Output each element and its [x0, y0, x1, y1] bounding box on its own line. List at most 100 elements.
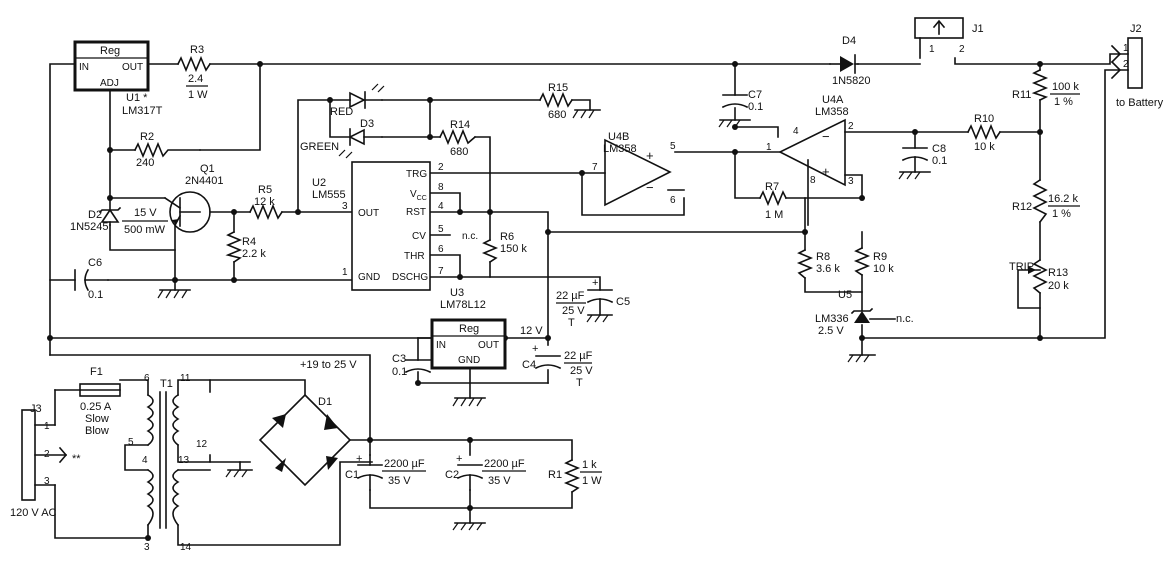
- q1-ref: Q1: [200, 163, 215, 175]
- led-red-label: RED: [330, 106, 353, 118]
- c1-volt: 35 V: [388, 475, 411, 487]
- u1-out-label: OUT: [122, 62, 143, 73]
- j1-pin2: 2: [959, 44, 965, 55]
- f1-ref: F1: [90, 366, 103, 378]
- f1-value: 0.25 A: [80, 401, 112, 413]
- c1-capacitor: + C1 2200 µF 35 V: [345, 453, 426, 491]
- u3-box-label: Reg: [459, 323, 479, 335]
- u2-pin7: 7: [438, 266, 444, 277]
- u2-pin4: 4: [438, 201, 444, 212]
- u3-part: LM78L12: [440, 299, 486, 311]
- c2-ref: C2: [445, 469, 459, 481]
- c4-ref: C4: [522, 359, 536, 371]
- r6-ref: R6: [500, 231, 514, 243]
- r11-tol: 1 %: [1054, 96, 1073, 108]
- r5-resistor: R5 12 k: [248, 184, 284, 221]
- r1-resistor: R1 1 k 1 W: [548, 458, 602, 494]
- c4-volt: 25 V: [570, 365, 593, 377]
- c5-plus: +: [592, 277, 598, 289]
- r8-value: 3.6 k: [816, 263, 840, 275]
- r14-resistor: R14 680: [438, 119, 477, 158]
- r11-resistor: R11 100 k 1 %: [1012, 68, 1080, 108]
- r12-tol: 1 %: [1052, 208, 1071, 220]
- u2-part: LM555: [312, 189, 346, 201]
- u4a-minus: −: [822, 129, 830, 144]
- c8-ref: C8: [932, 143, 946, 155]
- j1-ref: J1: [972, 23, 984, 35]
- j3-ref: J3: [30, 403, 42, 415]
- u3-regulator: Reg IN OUT GND U3 LM78L12 12 V: [430, 287, 543, 370]
- r5-ref: R5: [258, 184, 272, 196]
- j3-note: **: [72, 453, 81, 465]
- j3-pin2: 2: [44, 449, 50, 460]
- u2-timer: U2 LM555 TRG VCC RST CV THR DSCHG OUT GN…: [312, 161, 478, 291]
- t1-pin3: 3: [144, 542, 150, 553]
- r6-value: 150 k: [500, 243, 527, 255]
- u5-ref: U5: [838, 289, 852, 301]
- t1-pin11: 11: [180, 373, 191, 384]
- d2-zener: D2 1N5245 15 V 500 mW: [70, 197, 168, 236]
- d1-ref: D1: [318, 396, 332, 408]
- led-green-label: GREEN: [300, 141, 339, 153]
- t1-ref: T1: [160, 378, 173, 390]
- junction-dots: [47, 61, 1043, 541]
- r6-resistor: R6 150 k: [481, 231, 527, 264]
- d4-ref: D4: [842, 35, 856, 47]
- u2-pin5: 5: [438, 224, 444, 235]
- led-red: RED: [330, 83, 385, 118]
- r10-resistor: R10 10 k: [966, 113, 1002, 153]
- r3-resistor: R3 2.4 1 W: [176, 44, 212, 101]
- f1-slow: Slow: [85, 413, 109, 425]
- r12-resistor: R12 16.2 k 1 %: [1012, 178, 1080, 224]
- u3-in: IN: [436, 340, 446, 351]
- j3-pin1: 1: [44, 421, 50, 432]
- d2-part: 1N5245: [70, 221, 109, 233]
- r2-value: 240: [136, 157, 154, 169]
- ground-q1: [157, 289, 191, 299]
- u2-pin2: 2: [438, 162, 444, 173]
- r12-ref: R12: [1012, 201, 1032, 213]
- r5-value: 12 k: [254, 196, 275, 208]
- u2-gnd: GND: [358, 272, 380, 283]
- u4b-pin6: 6: [670, 195, 676, 206]
- r15-resistor: R15 680: [538, 82, 601, 121]
- j3-label: 120 V AC: [10, 507, 57, 519]
- u1-part: LM317T: [122, 105, 163, 117]
- r4-resistor: R4 2.2 k: [225, 230, 266, 264]
- u4a-pin8: 8: [810, 175, 816, 186]
- u3-gnd: GND: [458, 355, 480, 366]
- j1-pin1: 1: [929, 44, 935, 55]
- r2-ref: R2: [140, 131, 154, 143]
- u2-trg: TRG: [406, 169, 427, 180]
- d1-bridge: D1 +19 to 25 V: [225, 359, 373, 487]
- d4-diode: D4 1N5820: [829, 35, 871, 87]
- u4b-pin5: 5: [670, 141, 676, 152]
- u5-nc: n.c.: [896, 313, 914, 325]
- r3-value: 2.4: [188, 73, 203, 85]
- u4a-pin3: 3: [848, 176, 854, 187]
- t1-pin5: 5: [128, 437, 134, 448]
- u4a-pin1: 1: [766, 142, 772, 153]
- u2-out: OUT: [358, 208, 379, 219]
- t1-pin12: 12: [196, 439, 208, 450]
- u2-pin3: 3: [342, 201, 348, 212]
- r9-resistor: R9 10 k: [853, 246, 894, 277]
- u2-rst: RST: [406, 207, 426, 218]
- c7-value: 0.1: [748, 101, 763, 113]
- r13-trip: TRIP: [1009, 261, 1034, 273]
- c1-plus: +: [356, 453, 362, 465]
- t1-transformer: T1 6 5 4 3 11 12 13 14: [128, 373, 211, 553]
- u4b-part: LM358: [603, 143, 637, 155]
- u4b-pin7: 7: [592, 162, 598, 173]
- u2-pin1: 1: [342, 267, 348, 278]
- t1-pin13: 13: [178, 455, 190, 466]
- r7-resistor: R7 1 M: [758, 181, 788, 221]
- u2-pin6: 6: [438, 244, 444, 255]
- u1-adj-label: ADJ: [100, 78, 119, 89]
- c4-plus: +: [532, 343, 538, 355]
- r12-value: 16.2 k: [1048, 193, 1078, 205]
- u4a-part: LM358: [815, 106, 849, 118]
- r13-value: 20 k: [1048, 280, 1069, 292]
- r14-ref: R14: [450, 119, 470, 131]
